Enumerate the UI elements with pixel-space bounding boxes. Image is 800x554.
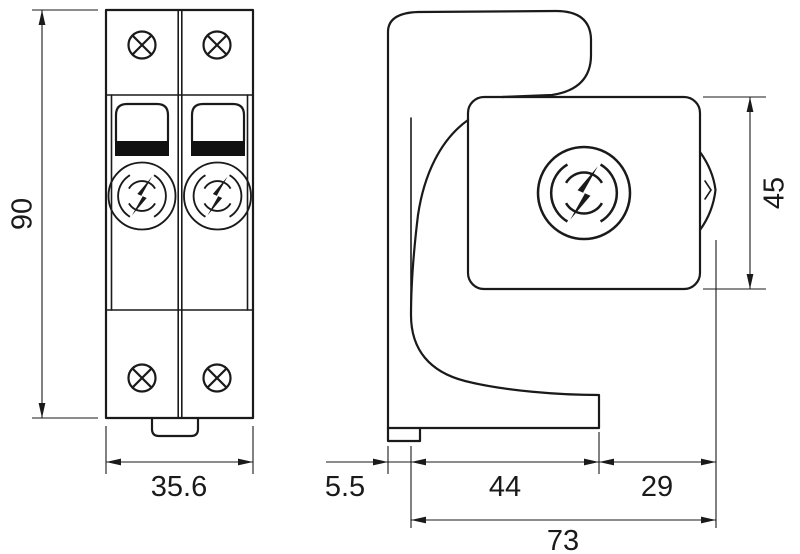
dim-label-total-depth: 73: [547, 525, 579, 554]
dim-label-base-depth: 44: [489, 471, 521, 503]
dimension-total-depth-73: 73: [411, 516, 716, 554]
module-head-outline: [114, 102, 170, 143]
module-body-outline: [466, 95, 702, 291]
lightning-logo-icon: [183, 161, 252, 231]
dimension-width-35-6: 35.6: [105, 426, 254, 503]
front-housing-outline: [104, 8, 255, 420]
front-view: [104, 8, 255, 438]
dimension-depth-row: 5.5 44 29: [325, 240, 717, 528]
lower-housing-outline: [386, 118, 601, 430]
lightning-logo-icon: [107, 161, 177, 231]
dim-label-body-height: 45: [759, 177, 791, 209]
upper-housing-outline: [386, 9, 593, 99]
rail-foot: [386, 426, 422, 443]
terminal-screw-icon: [202, 30, 232, 60]
side-view: [386, 9, 717, 443]
module-head-outline: [190, 102, 246, 143]
terminal-screw-icon: [127, 363, 157, 393]
dim-label-module-depth: 29: [641, 471, 673, 503]
terminal-screw-icon: [202, 363, 232, 393]
dimension-body-height-45: 45: [703, 96, 791, 290]
lever-chevron-icon: [704, 180, 712, 200]
dimension-height-90: 90: [7, 9, 98, 419]
dim-label-height: 90: [7, 198, 39, 230]
dim-label-rail-offset: 5.5: [325, 471, 365, 503]
module-label-band: [115, 141, 169, 156]
din-clip-tab: [150, 416, 200, 438]
terminal-screw-icon: [127, 30, 157, 60]
dim-label-width: 35.6: [151, 471, 207, 503]
release-lever: [698, 150, 717, 232]
module-label-band: [191, 141, 245, 156]
lightning-logo-icon: [536, 145, 632, 241]
